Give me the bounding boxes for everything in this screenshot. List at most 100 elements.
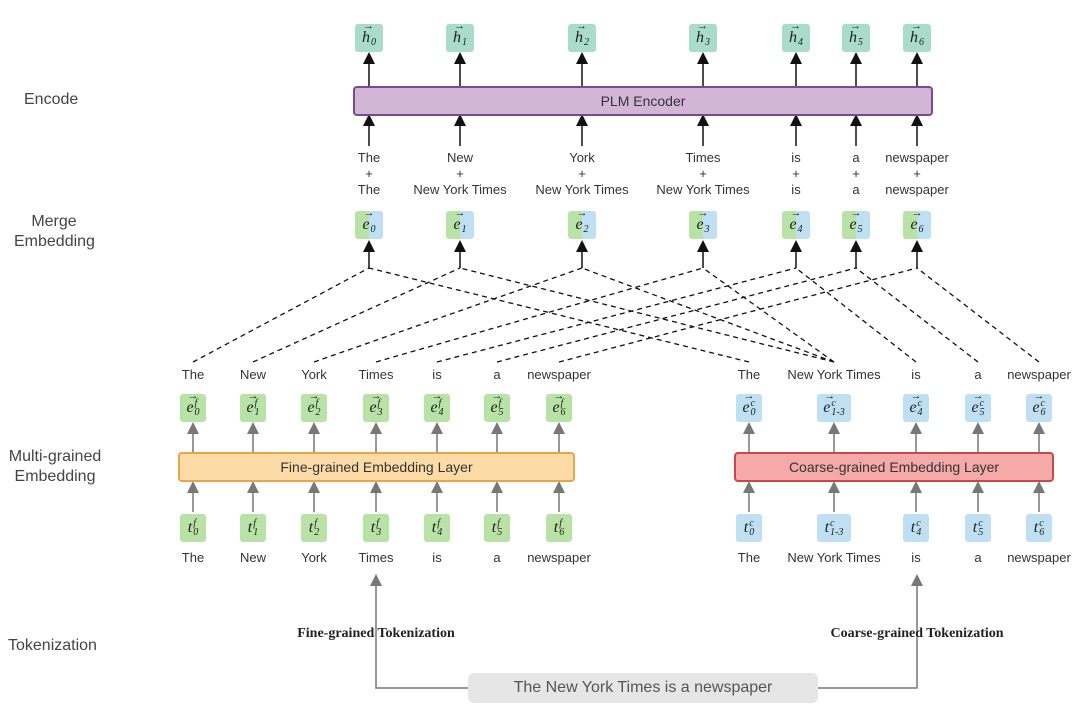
coarse-word-1: New York Times bbox=[787, 367, 881, 382]
input-sentence-box: The New York Times is a newspaper bbox=[468, 673, 818, 703]
plm-encoder-label: PLM Encoder bbox=[600, 93, 686, 109]
merge-plus-0: + bbox=[365, 166, 373, 181]
fine-token-word-0: The bbox=[181, 550, 205, 565]
merge-plus-1: + bbox=[456, 166, 464, 181]
merge-word-coarse-2: New York Times bbox=[535, 182, 629, 197]
coarse-tokenization-label: Coarse-grained Tokenization bbox=[830, 626, 1004, 641]
merge-word-fine-3: Times bbox=[685, 150, 721, 165]
merge-word-coarse-6: newspaper bbox=[885, 182, 949, 197]
merge-plus-5: + bbox=[852, 166, 860, 181]
merge-word-fine-4: is bbox=[791, 150, 801, 165]
fine-merge-dashed-line bbox=[496, 267, 857, 363]
merge-word-coarse-0: The bbox=[357, 182, 381, 197]
coarse-word-4: newspaper bbox=[1007, 367, 1071, 382]
coarse-word-2: is bbox=[911, 367, 921, 382]
fine-merge-dashed-line bbox=[375, 267, 704, 363]
fine-merge-dashed-line bbox=[558, 267, 918, 363]
coarse-word-3: a bbox=[974, 367, 982, 382]
fine-word-3: Times bbox=[358, 367, 394, 382]
merge-word-fine-0: The bbox=[357, 150, 381, 165]
e-merged-token-3: →e 3 bbox=[689, 207, 717, 239]
coarse-merge-dashed-line bbox=[855, 267, 979, 363]
fine-token-word-2: York bbox=[301, 550, 327, 565]
e-merged-token-4: →e 4 bbox=[782, 207, 810, 239]
label-tokenization: Tokenization bbox=[8, 637, 97, 654]
merge-word-coarse-3: New York Times bbox=[656, 182, 750, 197]
fine-token-word-6: newspaper bbox=[527, 550, 591, 565]
merge-plus-6: + bbox=[913, 166, 921, 181]
fine-word-0: The bbox=[181, 367, 205, 382]
coarse-embedding-layer-box: Coarse-grained Embedding Layer bbox=[734, 452, 1054, 482]
fine-token-word-4: is bbox=[432, 550, 442, 565]
coarse-token-word-0: The bbox=[737, 550, 761, 565]
merge-word-coarse-4: is bbox=[791, 182, 801, 197]
fine-embedding-layer-box: Fine-grained Embedding Layer bbox=[178, 452, 575, 482]
coarse-merge-dashed-line bbox=[795, 267, 917, 363]
coarse-merge-dashed-line bbox=[368, 267, 750, 363]
merge-word-fine-1: New bbox=[446, 150, 474, 165]
h-token-5: →h 5 bbox=[842, 20, 870, 52]
coarse-merge-dashed-line bbox=[459, 267, 835, 363]
fine-token-word-1: New bbox=[239, 550, 267, 565]
input-sentence-text: The New York Times is a newspaper bbox=[513, 679, 773, 696]
coarse-token-word-1: New York Times bbox=[787, 550, 881, 565]
fine-merge-dashed-line bbox=[436, 267, 797, 363]
coarse-merge-dashed-line bbox=[581, 267, 835, 363]
merge-word-fine-2: York bbox=[569, 150, 595, 165]
fine-merge-dashed-line bbox=[313, 267, 583, 363]
fine-token-word-5: a bbox=[493, 550, 501, 565]
coarse-tokenization-arrow bbox=[818, 574, 923, 689]
plm-encoder-box: PLM Encoder bbox=[353, 86, 933, 116]
fine-word-5: a bbox=[493, 367, 501, 382]
h-token-1: →h 1 bbox=[446, 20, 474, 52]
merge-word-fine-6: newspaper bbox=[885, 150, 949, 165]
coarse-token-word-4: newspaper bbox=[1007, 550, 1071, 565]
h-token-2: →h 2 bbox=[568, 20, 596, 52]
h-token-4: →h 4 bbox=[782, 20, 810, 52]
e-merged-token-2: →e 2 bbox=[568, 207, 596, 239]
fine-merge-dashed-line bbox=[192, 267, 370, 363]
label-merge-embedding: Merge Embedding bbox=[14, 213, 95, 250]
merge-plus-2: + bbox=[578, 166, 586, 181]
coarse-token-word-2: is bbox=[911, 550, 921, 565]
h-token-6: →h 6 bbox=[903, 20, 931, 52]
merge-plus-3: + bbox=[699, 166, 707, 181]
h-token-0: →h 0 bbox=[355, 20, 383, 52]
coarse-merge-dashed-line bbox=[916, 267, 1040, 363]
label-multi-grained-embedding: Multi-grained Embedding bbox=[8, 448, 102, 485]
merge-plus-4: + bbox=[792, 166, 800, 181]
fine-word-2: York bbox=[301, 367, 327, 382]
e-merged-token-0: →e 0 bbox=[355, 207, 383, 239]
fine-merge-dashed-line bbox=[252, 267, 461, 363]
e-merged-token-6: →e 6 bbox=[903, 207, 931, 239]
fine-word-1: New bbox=[239, 367, 267, 382]
merge-word-coarse-1: New York Times bbox=[413, 182, 507, 197]
fine-word-6: newspaper bbox=[527, 367, 591, 382]
coarse-token-word-3: a bbox=[974, 550, 982, 565]
fine-tokenization-arrow bbox=[370, 574, 468, 689]
merge-word-coarse-5: a bbox=[852, 182, 860, 197]
